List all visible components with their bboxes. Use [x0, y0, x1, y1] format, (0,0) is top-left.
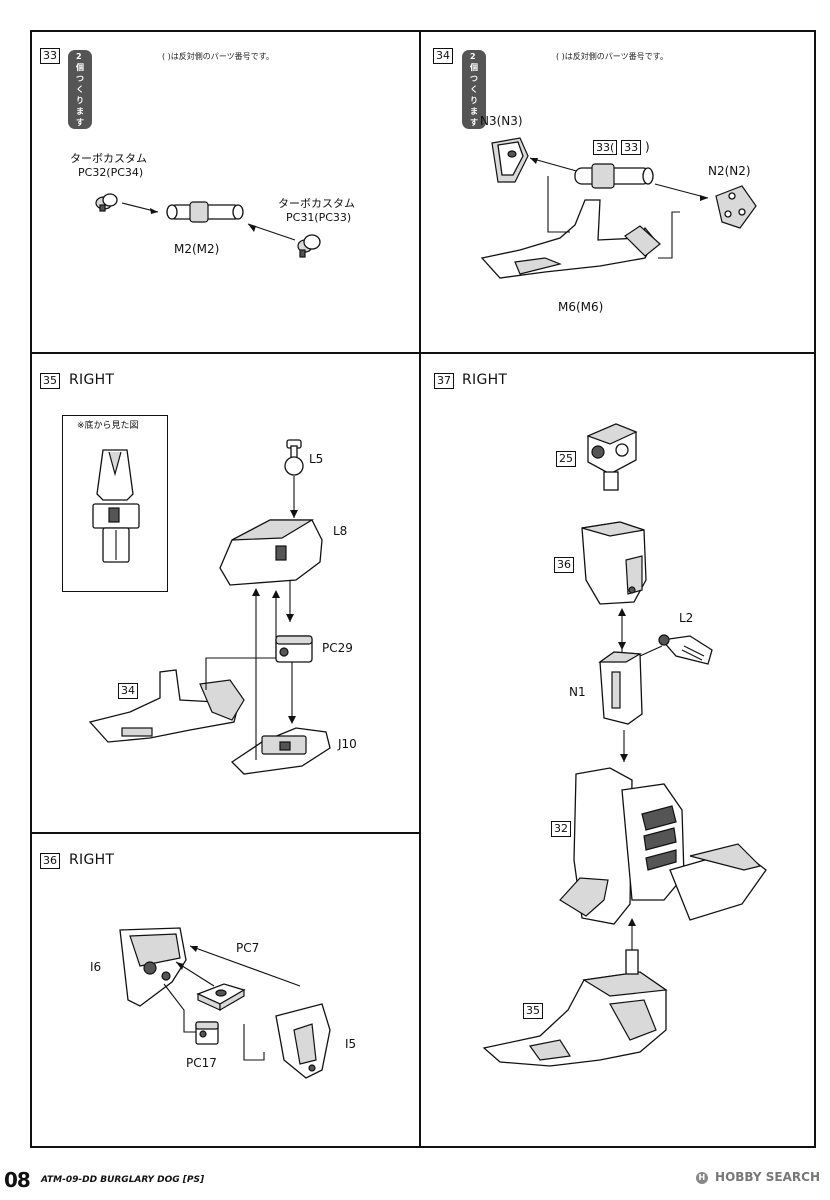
label-l8: L8	[333, 524, 348, 538]
n2-part	[715, 185, 757, 229]
bottom-view-inset: ※底から見た図	[62, 415, 168, 592]
step-number: 34	[433, 48, 453, 64]
label-pc7: PC7	[236, 941, 260, 955]
divider-left-bottom	[30, 832, 420, 834]
label-n3: N3(N3)	[480, 114, 523, 128]
step-36-drawing	[119, 927, 331, 1079]
step-35-drawing	[88, 439, 331, 775]
step-37-drawing	[482, 423, 767, 1067]
footer-left: 08 ATM-09-DD BURGLARY DOG [PS]	[4, 1168, 204, 1192]
label-i5: I5	[345, 1037, 357, 1051]
inset-note: ※底から見た図	[77, 421, 139, 431]
step-33-drawing	[95, 193, 321, 258]
side-label: RIGHT	[69, 852, 115, 868]
step-number: 33	[40, 48, 60, 64]
mirror-note: ( )は反対側のパーツ番号です。	[556, 52, 668, 61]
label-pc32: PC32(PC34)	[78, 166, 144, 179]
label-n1: N1	[569, 685, 586, 699]
watermark: H HOBBY SEARCH	[695, 1170, 820, 1184]
page-number: 08	[4, 1168, 31, 1192]
step-number: 37	[434, 373, 454, 389]
part-34	[88, 669, 245, 743]
mirror-note: ( )は反対側のパーツ番号です。	[162, 52, 274, 61]
part-35	[482, 949, 668, 1067]
ref-36: 36	[554, 557, 574, 573]
quantity-badge: 2個つくります	[68, 50, 92, 129]
label-l5: L5	[309, 452, 324, 466]
pc31-part	[297, 234, 321, 258]
label-pc17: PC17	[186, 1056, 217, 1070]
quantity-badge: 2個つくります	[462, 50, 486, 129]
label-33-ref: 33( 33 )	[593, 140, 650, 155]
label-turbo-right: ターボカスタム	[278, 197, 355, 210]
n1-part	[598, 651, 643, 725]
j10-part	[230, 727, 331, 775]
step-number: 35	[40, 373, 60, 389]
part-25	[586, 423, 638, 491]
m6-part	[480, 199, 661, 279]
pc32-part	[95, 193, 118, 212]
watermark-text: HOBBY SEARCH	[715, 1170, 820, 1184]
label-pc31: PC31(PC33)	[286, 211, 352, 224]
l2-part	[658, 634, 713, 665]
i6-part	[119, 927, 187, 1007]
footer-title: ATM-09-DD BURGLARY DOG [PS]	[40, 1175, 205, 1185]
instruction-frame	[30, 30, 816, 1148]
m2-part	[166, 201, 244, 223]
part-32	[559, 767, 767, 925]
i5-part	[275, 1003, 331, 1079]
label-m6: M6(M6)	[558, 300, 604, 314]
label-i6: I6	[90, 960, 102, 974]
pc17-part	[195, 1021, 219, 1045]
l5-part	[284, 439, 304, 476]
ref-25: 25	[556, 451, 576, 467]
step-34-drawing	[480, 137, 757, 279]
side-label: RIGHT	[462, 372, 508, 388]
inset-drawing	[92, 449, 140, 563]
step-number: 36	[40, 853, 60, 869]
ref-35: 35	[523, 1003, 543, 1019]
ref-32: 32	[551, 821, 571, 837]
hobby-logo-icon: H	[695, 1171, 708, 1184]
label-turbo-top: ターボカスタム	[70, 152, 147, 165]
part-36	[581, 521, 647, 605]
label-m2: M2(M2)	[174, 242, 220, 256]
label-l2: L2	[679, 611, 694, 625]
label-pc29: PC29	[322, 641, 353, 655]
part-33	[574, 163, 654, 189]
divider-vertical	[419, 30, 421, 1148]
pc7-part	[196, 983, 246, 1012]
label-j10: J10	[338, 737, 357, 751]
side-label: RIGHT	[69, 372, 115, 388]
divider-top	[30, 352, 816, 354]
ref-34: 34	[118, 683, 138, 699]
label-n2: N2(N2)	[708, 164, 751, 178]
n3-part	[491, 137, 529, 183]
l8-part	[219, 519, 323, 586]
